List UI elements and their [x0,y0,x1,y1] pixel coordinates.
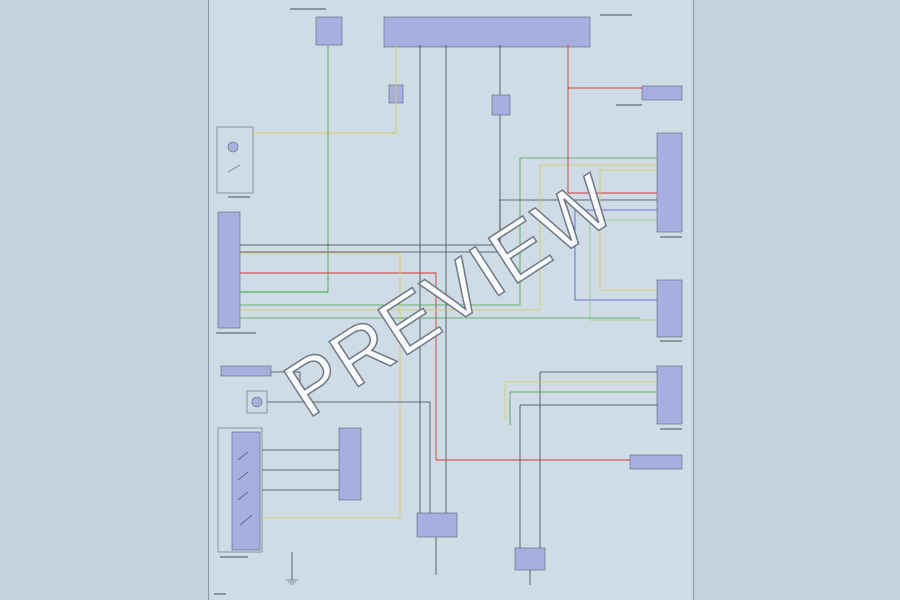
bottom-connector-center [416,512,458,538]
illegible-labels [214,8,682,595]
wire-motor-gray [267,401,431,513]
switch-contact [227,164,241,173]
label-bar [600,14,632,16]
label-bar [660,236,682,238]
switch-body [231,431,261,551]
window-motor-module [338,427,362,501]
ground-wires [291,537,531,585]
label-bar [660,340,682,342]
wire-connector-left [271,371,301,390]
connector-top-right [641,85,683,101]
wire-harness-8 [519,404,657,548]
wire-harness-blue [574,209,657,301]
switch-contacts [237,451,253,526]
wire-harness-7 [509,391,657,425]
junction-connector-center [491,94,511,116]
label-bar [228,196,250,198]
label-bar [216,332,256,334]
wire-harness-lightgreen [589,219,657,321]
wire-harness-4 [599,169,657,291]
wire-harness-3 [240,164,657,311]
wire-harness-5 [539,371,657,548]
wire-red-top [567,45,642,89]
wire-harness-6 [504,381,657,420]
bottom-connector-right [514,547,546,571]
label-bar [214,593,226,595]
switch-icon [227,141,239,153]
right-module-upper [656,132,683,233]
door-switch-frame [216,126,254,194]
wire-switch-to-motor [262,449,339,491]
wire-harness-1 [240,199,657,253]
wire-red-middle [240,272,630,461]
wire-green-left [240,45,329,293]
connector-left-middle [220,365,272,377]
label-bar [660,428,682,430]
wire-harness-2 [240,157,657,306]
label-bar [616,104,642,106]
wire-yellow-top [253,45,397,134]
control-module [217,211,241,329]
right-module-lower [656,365,683,425]
fuse-block [383,16,591,48]
wire-yellow-long [240,252,401,519]
label-bar [290,8,326,10]
connector-right-lower [629,454,683,470]
ground-icon [286,579,298,585]
right-module-middle [656,279,683,338]
wire-red-right [567,88,657,194]
label-bar [220,556,248,558]
motor-icon [251,396,263,408]
wire-gray-4 [240,115,501,246]
fuse-box-left [315,16,343,46]
